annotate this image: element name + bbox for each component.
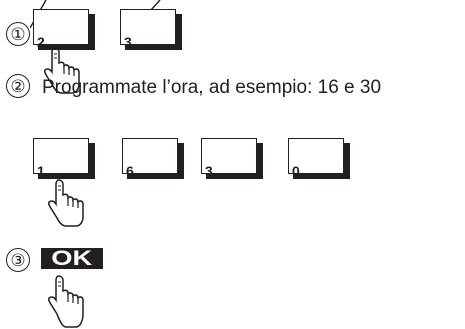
key-6[interactable]: 6 (122, 138, 184, 179)
ok-label: OK (51, 247, 93, 270)
key-face (201, 138, 257, 174)
key-face (288, 138, 344, 174)
key-face (33, 138, 89, 174)
key-1[interactable]: 1 (33, 138, 95, 179)
step-3-number: ③ (6, 248, 30, 272)
pointing-hand-icon (40, 176, 90, 228)
step-1-number: ① (6, 22, 30, 46)
step-2-number: ② (6, 74, 30, 98)
key-2[interactable]: 2 (33, 9, 95, 50)
ok-button[interactable]: OK (41, 248, 103, 269)
step-2-instruction: Programmate l’ora, ad esempio: 16 e 30 (42, 77, 382, 98)
key-3-b[interactable]: 3 (201, 138, 263, 179)
key-0[interactable]: 0 (288, 138, 350, 179)
key-label: 6 (126, 163, 134, 179)
key-label: 3 (205, 163, 213, 179)
key-face (122, 138, 178, 174)
key-face (120, 9, 176, 45)
key-label: 3 (124, 34, 132, 50)
key-face (33, 9, 89, 45)
key-label: 0 (292, 163, 300, 179)
pointing-hand-icon (36, 44, 86, 94)
key-label: 2 (37, 34, 45, 50)
key-3[interactable]: 3 (120, 9, 182, 50)
key-label: 1 (37, 163, 45, 179)
pointing-hand-icon (40, 272, 90, 328)
